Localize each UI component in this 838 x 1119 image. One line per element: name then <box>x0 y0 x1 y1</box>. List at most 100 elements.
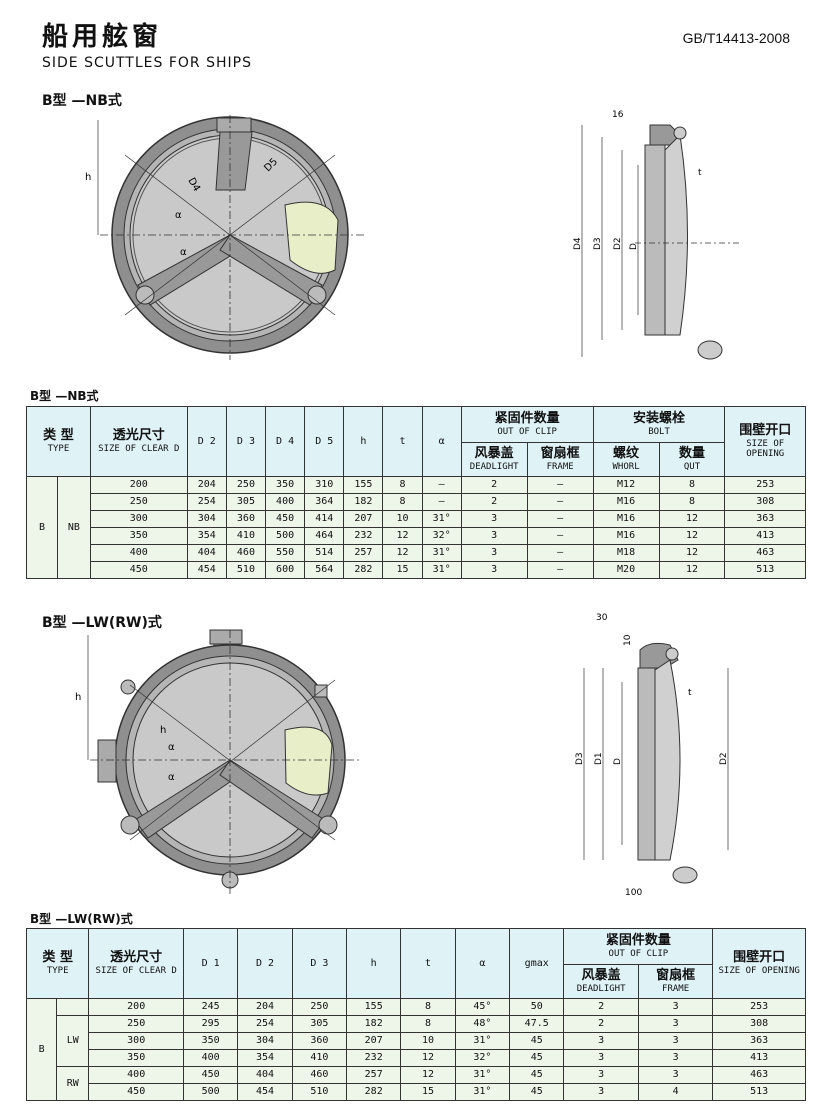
page-title: 船用舷窗 <box>42 22 163 52</box>
table-cell: M16 <box>592 493 660 511</box>
nb-front-view-drawing: h D4 D5 α α <box>85 115 365 360</box>
table-cell: 364 <box>304 493 345 511</box>
table-cell: 460 <box>225 544 267 562</box>
table-cell: 204 <box>237 998 293 1016</box>
table-cell: — <box>526 476 594 494</box>
table-cell: 45 <box>509 1049 565 1067</box>
table-cell: 400 <box>88 1066 184 1084</box>
table-cell: 400 <box>182 1049 239 1067</box>
type-cell: B <box>26 476 58 579</box>
table-cell: 3 <box>460 527 528 545</box>
label-100: 100 <box>625 888 642 898</box>
table-cell: 363 <box>724 510 806 528</box>
table-cell: 514 <box>304 544 345 562</box>
col2-gmax: gmax <box>509 928 565 999</box>
table-cell: 8 <box>400 998 456 1016</box>
table-cell: 3 <box>563 1066 639 1084</box>
table-cell: 207 <box>346 1032 402 1050</box>
table-cell: 304 <box>237 1032 293 1050</box>
table-cell: 3 <box>637 1049 714 1067</box>
subtype-cell: NB <box>56 476 91 579</box>
table-cell: 410 <box>225 527 267 545</box>
table-cell: 253 <box>712 998 806 1016</box>
table-cell: — <box>526 493 594 511</box>
table-cell: 304 <box>186 510 227 528</box>
table-cell: 253 <box>724 476 806 494</box>
table-cell: 245 <box>182 998 239 1016</box>
table-cell: 31° <box>454 1032 511 1050</box>
table-cell: 354 <box>186 527 227 545</box>
table-cell: — <box>526 527 594 545</box>
subtype-cell-rw: RW <box>56 1066 90 1101</box>
table-cell: 3 <box>460 544 528 562</box>
table-cell: 12 <box>382 527 423 545</box>
label-16: 16 <box>612 110 624 120</box>
table-cell: 200 <box>88 998 184 1016</box>
table-cell: 31° <box>421 544 462 562</box>
table-cell: M18 <box>592 544 660 562</box>
table-cell: 413 <box>712 1049 806 1067</box>
lw-side-view-drawing: 30 10 t D3 D1 D D2 100 <box>575 613 729 898</box>
label-alpha-lw1: α <box>168 742 175 753</box>
table-cell: 3 <box>637 1066 714 1084</box>
table-cell: 513 <box>712 1083 806 1101</box>
table-cell: 360 <box>291 1032 348 1050</box>
col2-d1: D 1 <box>182 928 239 999</box>
table-cell: 31° <box>421 561 462 579</box>
table-cell: 12 <box>400 1066 456 1084</box>
table-cell: 450 <box>88 1083 184 1101</box>
table-cell: 12 <box>658 510 726 528</box>
table-cell: 404 <box>186 544 227 562</box>
table-cell: 257 <box>343 544 384 562</box>
table-cell: 250 <box>89 493 188 511</box>
table-cell: 3 <box>637 1015 714 1033</box>
label-h-lw: h <box>75 692 81 703</box>
table-cell: 12 <box>400 1049 456 1067</box>
label-t-lw: t <box>688 688 692 698</box>
col-d4: D 4 <box>265 406 306 477</box>
table-cell: 354 <box>237 1049 293 1067</box>
table-cell: — <box>526 510 594 528</box>
type-cell: B <box>25 998 58 1101</box>
table-cell: 363 <box>712 1032 806 1050</box>
table-cell: M20 <box>592 561 660 579</box>
table-cell: 10 <box>382 510 423 528</box>
table-cell: 450 <box>182 1066 239 1084</box>
table-cell: 3 <box>460 510 528 528</box>
col2-alpha: α <box>454 928 511 999</box>
table-cell: 232 <box>343 527 384 545</box>
table-cell: 450 <box>265 510 306 528</box>
table-cell: 500 <box>265 527 306 545</box>
table-cell: 410 <box>291 1049 348 1067</box>
table-cell: 31° <box>454 1066 511 1084</box>
table-cell: 3 <box>563 1083 639 1101</box>
label-h-inner: h <box>160 725 166 736</box>
table-cell: 250 <box>225 476 267 494</box>
label-d2-lw: D2 <box>719 752 729 765</box>
label-h: h <box>85 172 91 183</box>
table-cell: 300 <box>89 510 188 528</box>
table-cell: 3 <box>460 561 528 579</box>
table1-caption: B型 —NB式 <box>30 389 99 403</box>
table-cell: 15 <box>400 1083 456 1101</box>
table-cell: 45° <box>454 998 511 1016</box>
table-cell: 155 <box>343 476 384 494</box>
subtype-cell-blank <box>56 998 90 1016</box>
table-cell: 360 <box>225 510 267 528</box>
table-cell: 450 <box>89 561 188 579</box>
table-cell: 454 <box>237 1083 293 1101</box>
table-cell: — <box>421 493 462 511</box>
